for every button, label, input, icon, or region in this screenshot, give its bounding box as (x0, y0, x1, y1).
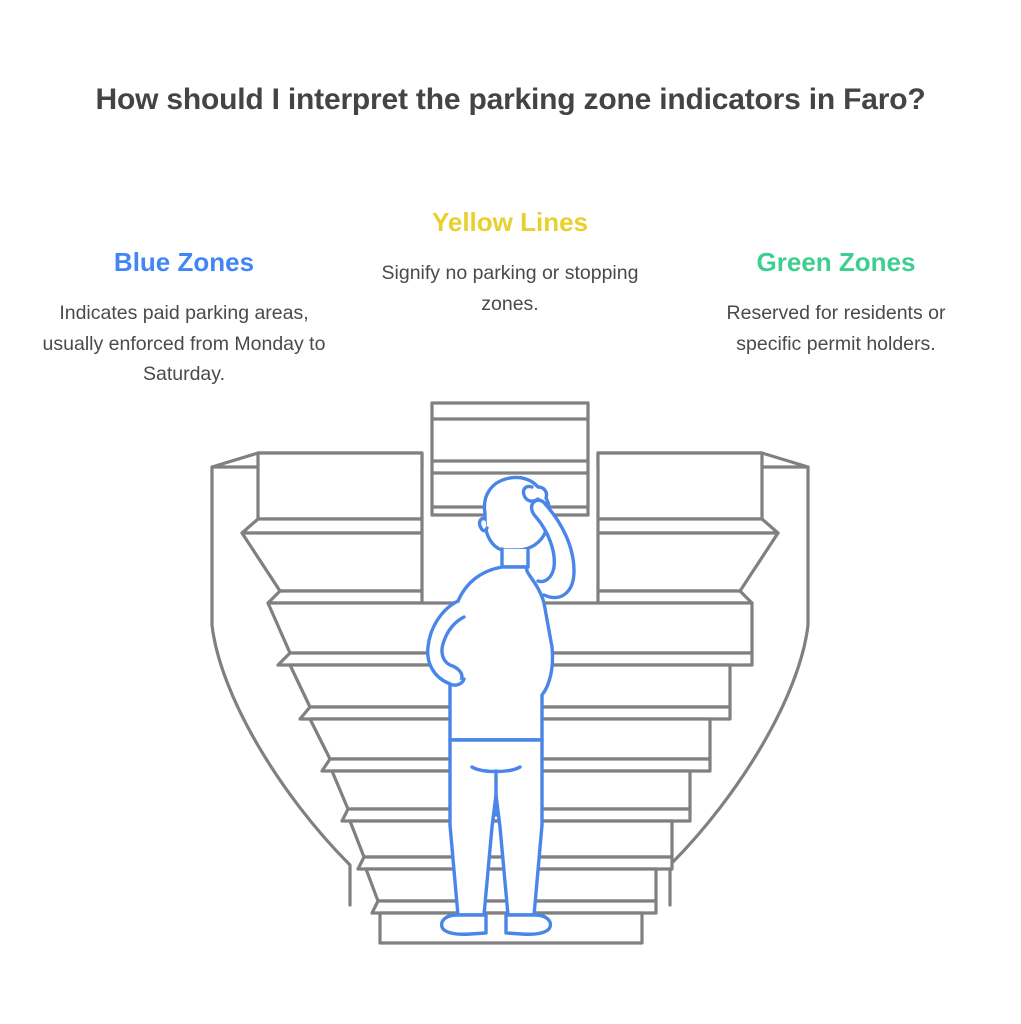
zone-heading-yellow: Yellow Lines (431, 207, 589, 237)
zone-description-green: Reserved for residents or specific permi… (726, 301, 946, 355)
person-shoe-right (504, 913, 553, 936)
amphitheater-structure (210, 401, 810, 945)
zone-column-green: Green Zones Reserved for residents or sp… (690, 247, 982, 359)
person-hand-on-head (521, 484, 540, 503)
person-trousers (448, 738, 544, 917)
person-shoe-left (439, 913, 488, 936)
person-torso (438, 565, 555, 742)
person-neck (500, 547, 530, 569)
step-band-4 (330, 769, 692, 823)
outer-wall-right (668, 465, 810, 907)
person-arm-raised (529, 498, 576, 600)
terrace-right-upper (596, 451, 810, 535)
person-arm-akimbo (426, 599, 466, 686)
page-title: How should I interpret the parking zone … (95, 83, 926, 116)
person-ear-left (477, 516, 489, 533)
terrace-left-upper (210, 451, 424, 535)
outer-wall-left (210, 465, 352, 907)
step-band-6 (364, 867, 658, 915)
zone-description-yellow: Signify no parking or stopping zones. (381, 261, 639, 315)
amphitheater-svg (210, 401, 810, 945)
zone-heading-blue: Blue Zones (113, 247, 255, 277)
terrace-right-second (596, 531, 780, 605)
zone-column-blue: Blue Zones Indicates paid parking areas,… (38, 247, 330, 390)
confused-person-figure (426, 475, 576, 936)
terrace-left-second (240, 531, 424, 605)
illustration-stepped-amphitheater (150, 395, 870, 975)
person-hand-at-hip (446, 677, 466, 687)
zone-description-blue: Indicates paid parking areas, usually en… (42, 301, 326, 386)
zone-heading-green: Green Zones (756, 247, 916, 277)
zone-column-yellow: Yellow Lines Signify no parking or stopp… (362, 207, 658, 319)
